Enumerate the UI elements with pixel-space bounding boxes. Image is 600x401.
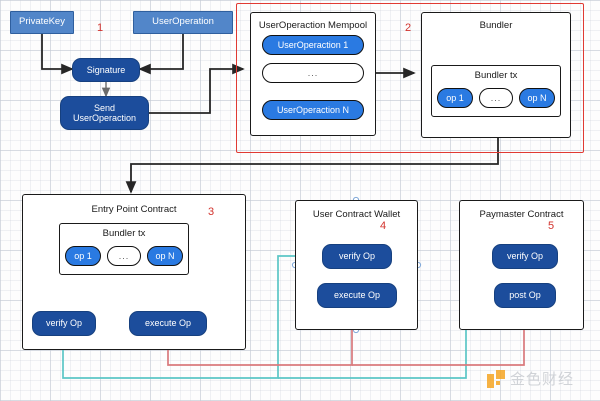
private-key-box[interactable]: PrivateKey <box>10 11 74 34</box>
mempool-item-1[interactable]: UserOperaction 1 <box>262 35 364 55</box>
paymaster-post-op-button[interactable]: post Op <box>494 283 556 308</box>
step-number-3: 3 <box>208 206 215 218</box>
stage2-group-outline <box>236 3 584 153</box>
wire-send-to-mempool <box>148 63 245 114</box>
bundler-op-n[interactable]: op N <box>519 88 555 108</box>
mempool-item-n[interactable]: UserOperaction N <box>262 100 364 120</box>
watermark: 金色财经 <box>487 368 574 389</box>
bundler-title: Bundler <box>479 20 513 31</box>
entry-verify-op-button[interactable]: verify Op <box>32 311 96 336</box>
jinse-logo-icon <box>487 369 505 388</box>
user-operation-box[interactable]: UserOperation <box>133 11 233 34</box>
entry-op-1[interactable]: op 1 <box>65 246 101 266</box>
bundler-op-ellipsis[interactable]: ... <box>479 88 513 108</box>
watermark-text: 金色财经 <box>510 370 575 388</box>
wallet-execute-op-button[interactable]: execute Op <box>317 283 397 308</box>
mempool-item-ellipsis[interactable]: ... <box>262 63 364 83</box>
send-user-operation-box[interactable]: Send UserOperaction <box>60 96 149 130</box>
mempool-title: UserOperaction Mempool <box>258 20 368 31</box>
paymaster-contract-title: Paymaster Contract <box>479 209 564 220</box>
paymaster-verify-op-button[interactable]: verify Op <box>492 244 558 269</box>
entry-point-title: Entry Point Contract <box>91 204 177 215</box>
bundler-op-1[interactable]: op 1 <box>437 88 473 108</box>
step-number-2: 2 <box>405 22 412 34</box>
entry-op-ellipsis[interactable]: ... <box>107 246 141 266</box>
signature-box[interactable]: Signature <box>72 58 140 82</box>
entry-execute-op-button[interactable]: execute Op <box>129 311 207 336</box>
step-number-1: 1 <box>97 22 104 34</box>
wire-privatekey-to-signature <box>41 34 74 75</box>
user-contract-wallet-title: User Contract Wallet <box>312 209 401 220</box>
entry-bundler-tx-title: Bundler tx <box>102 228 146 239</box>
bundler-tx-title: Bundler tx <box>474 70 518 81</box>
wallet-verify-op-button[interactable]: verify Op <box>322 244 392 269</box>
step-number-5: 5 <box>548 220 555 232</box>
entry-op-n[interactable]: op N <box>147 246 183 266</box>
wire-useroperation-to-signature <box>138 34 184 75</box>
step-number-4: 4 <box>380 220 387 232</box>
